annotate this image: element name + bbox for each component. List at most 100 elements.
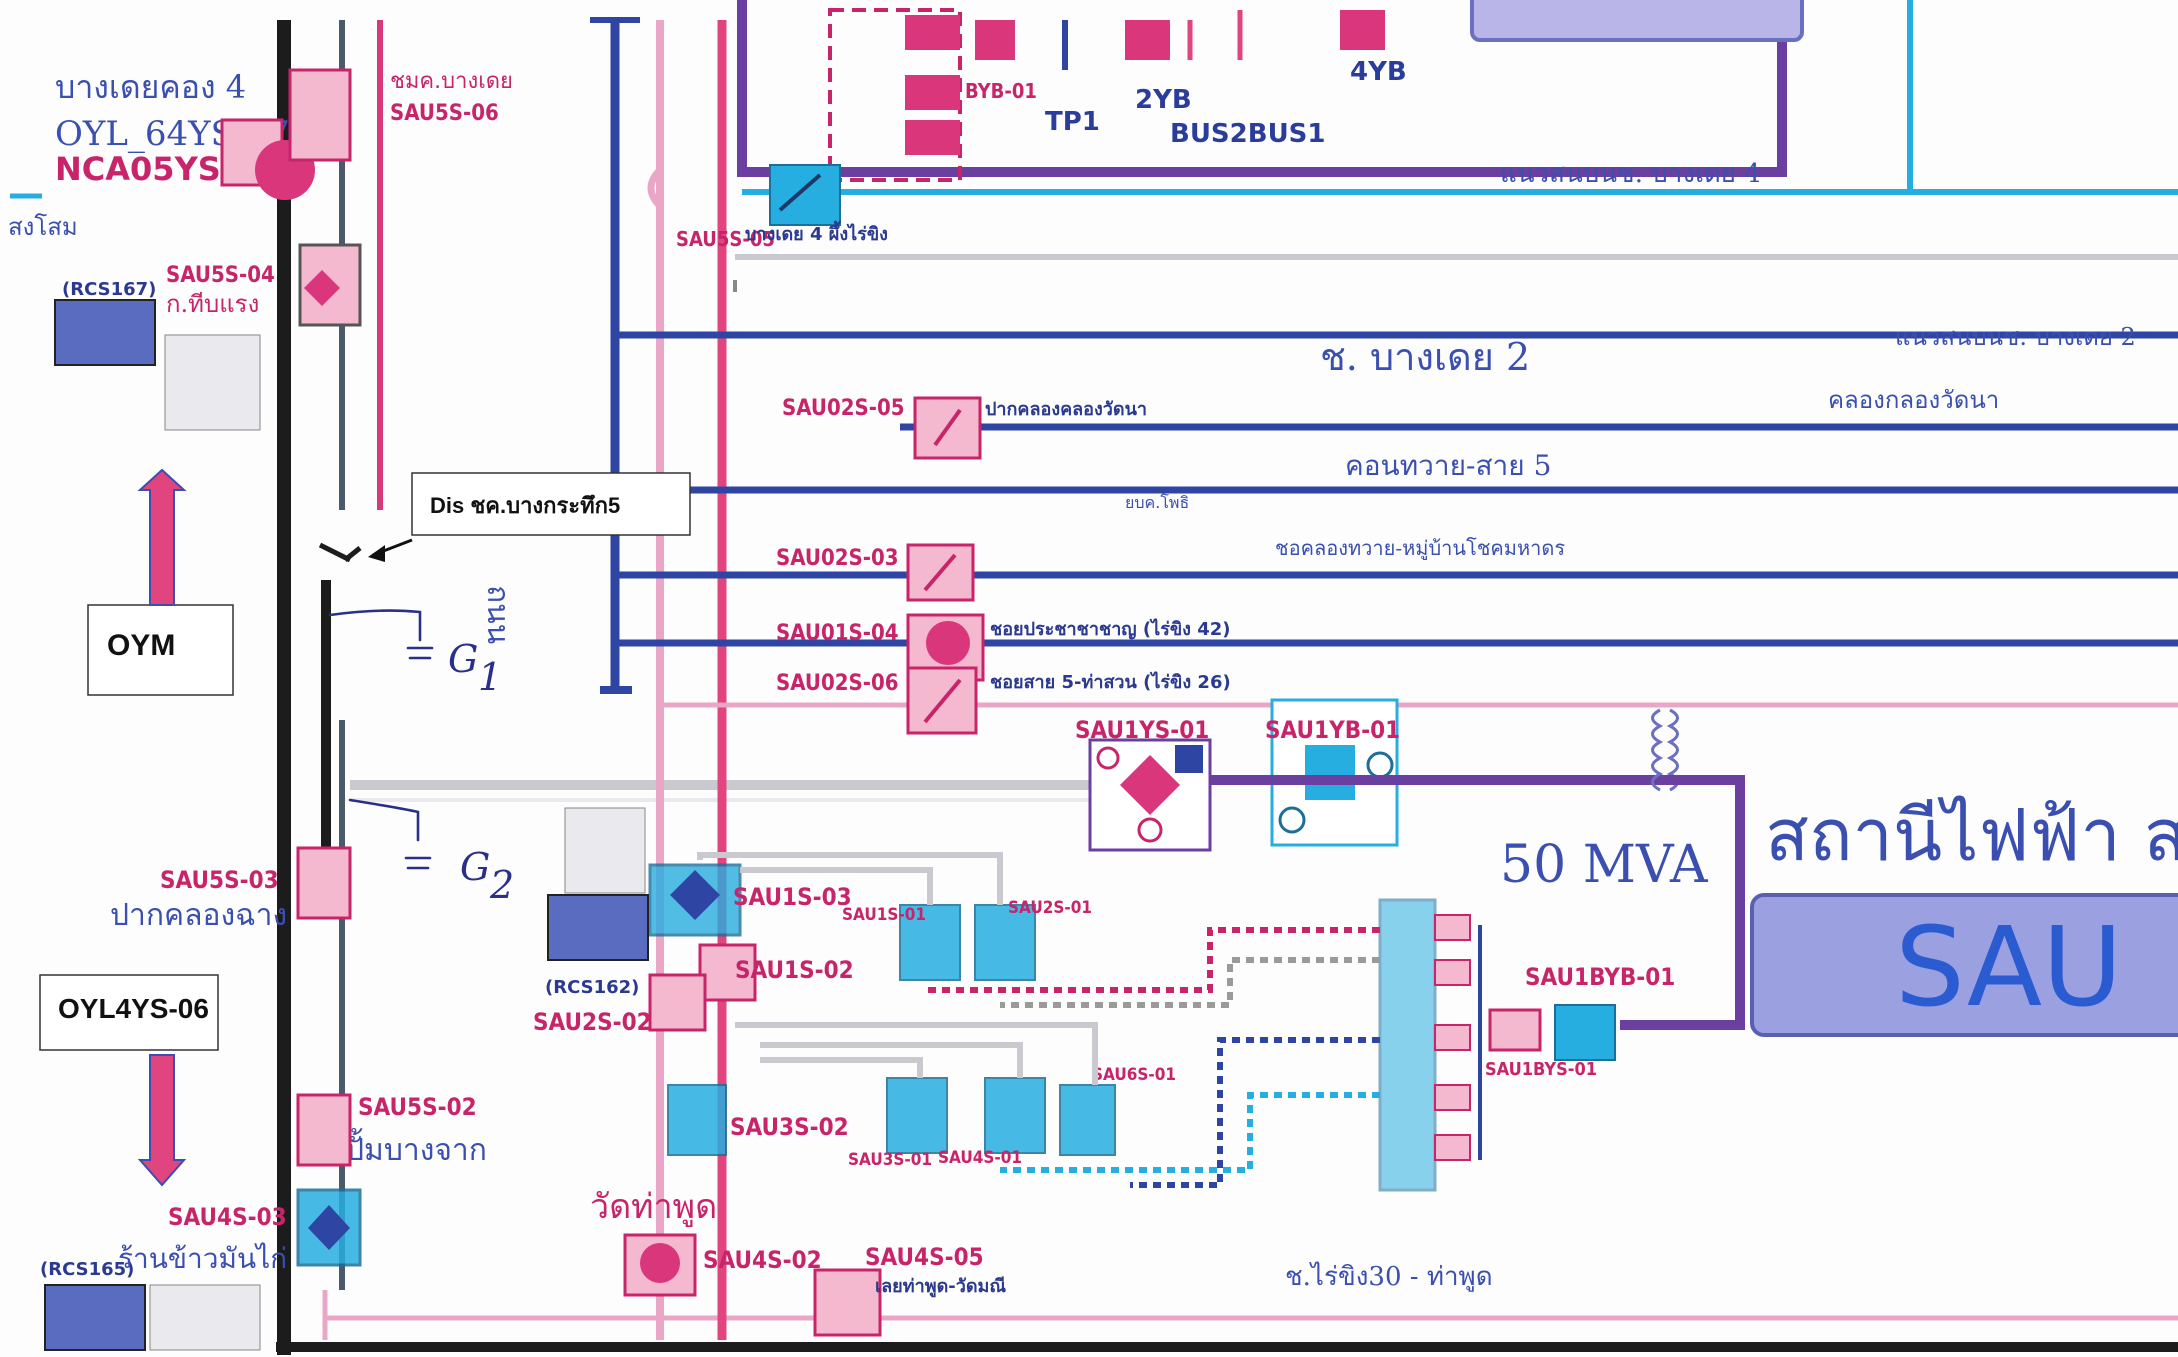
sau5s03-label: SAU5S-03 xyxy=(160,866,279,894)
gray-connectors xyxy=(697,852,1098,1085)
sau4s01-label: SAU4S-01 xyxy=(938,1148,1022,1168)
sau2s02-label: SAU2S-02 xyxy=(533,1008,652,1036)
dashed-feeders xyxy=(925,927,1380,1188)
byb01-label: BYB-01 xyxy=(965,79,1037,103)
sau1ys01-label: SAU1YS-01 xyxy=(1075,716,1209,744)
sau3s02-label: SAU3S-02 xyxy=(730,1113,849,1141)
g2-label: G xyxy=(460,845,490,889)
sau3s02-switch[interactable] xyxy=(667,1084,727,1156)
oyl4ys06-text: OYL4YS-06 xyxy=(58,993,209,1024)
sau5s06-switch[interactable] xyxy=(288,68,352,162)
mva-label: 50 MVA xyxy=(1500,835,1709,895)
rcs167-label: (RCS167) xyxy=(62,279,156,300)
top-switchgear-frame xyxy=(737,0,2178,195)
rcs165-panel xyxy=(44,1284,261,1351)
sau2s02-switch[interactable] xyxy=(648,973,707,1032)
sau5s04-switch[interactable] xyxy=(298,243,362,327)
sau1bys01-label: SAU1BYS-01 xyxy=(1485,1059,1597,1080)
sau5s04-label: SAU5S-04 xyxy=(166,263,275,288)
sau1s03-label: SAU1S-03 xyxy=(733,883,852,911)
sau3s01-label: SAU3S-01 xyxy=(848,1150,932,1170)
sau2s05-label: SAU02S-05 xyxy=(782,396,905,421)
sau2s06-switch[interactable] xyxy=(906,666,978,735)
feeder-bottom: ช.ไร่ขิง30 - ท่าพูด xyxy=(1285,1261,1493,1292)
bus2bus1-label: BUS2BUS1 xyxy=(1170,119,1326,149)
sau1bys01-breaker[interactable] xyxy=(1488,1004,1616,1061)
handwritten-ground-g2 xyxy=(348,798,432,870)
main-black-bus xyxy=(276,20,2178,1355)
feeder-right-2: คลองกลองวัดนา xyxy=(1828,386,1999,414)
feeder-b2-label: ช. บางเดย 2 xyxy=(1320,335,1530,379)
g1-label: G xyxy=(448,637,478,681)
oym-box xyxy=(87,604,234,696)
rcs167-panel xyxy=(54,299,261,431)
station-box xyxy=(1750,893,2178,1037)
sau5s02-switch[interactable] xyxy=(296,1093,352,1167)
sau5s04-thai: ก.ทีบแรง xyxy=(166,290,259,318)
station-thai: สถานีไฟฟ้า สามพราน xyxy=(1765,793,2178,877)
feeder-b2-right: แนวสนบนช. บางเดย 2 xyxy=(1895,323,2136,351)
up-arrow xyxy=(137,468,187,606)
sau5s02-label: SAU5S-02 xyxy=(358,1093,477,1121)
dis-callout xyxy=(368,472,691,562)
sau5s02-thai: ปั้มบางจาก xyxy=(345,1128,487,1168)
sau5s05-thai: บางเดย 4 ผึ้งไร่ขิง xyxy=(745,220,888,245)
2yb-label: 2YB xyxy=(1135,85,1192,115)
oyl4ys06-box xyxy=(39,974,219,1051)
sau4s02-label: SAU4S-02 xyxy=(703,1246,822,1274)
sau5s05-switch[interactable] xyxy=(769,164,841,226)
switchgear-column xyxy=(1378,898,1482,1192)
g1-sub: 1 xyxy=(478,655,502,699)
sau5s03-thai: ปากคลองฉาง xyxy=(110,898,287,933)
sau3s01-switch[interactable] xyxy=(886,1077,948,1154)
sau1s02-label: SAU1S-02 xyxy=(735,956,854,984)
sau2s05-thai: ปากคลองคลองวัดนา xyxy=(985,399,1147,420)
sau6s01-label: SAU6S-01 xyxy=(1092,1065,1176,1085)
sau2s03-switch[interactable] xyxy=(906,543,975,602)
sau1yb01-breaker[interactable] xyxy=(1270,698,1399,847)
rpx-small: ยบค.โพธิ xyxy=(1125,493,1189,512)
station-code: SAU xyxy=(1895,903,2123,1031)
sau5s06-thai: ชมค.บางเดย xyxy=(390,69,513,94)
left-feeder-verticals xyxy=(318,20,2178,1340)
rcs165-label: (RCS165) xyxy=(40,1259,134,1280)
sau5s05-label: SAU5S-05 xyxy=(676,227,775,251)
sau1s02-switch[interactable] xyxy=(698,943,757,1002)
handwritten-ground-g1 xyxy=(328,609,434,660)
dis-callout-text: Dis ชค.บางกระทึก5 xyxy=(430,493,620,518)
feeder-b4-label: แนวสนบนช. บางเดย 4 xyxy=(1500,159,1761,189)
sau1s01-label: SAU1S-01 xyxy=(842,905,926,925)
sau4s02-breaker[interactable] xyxy=(623,1233,697,1297)
sau4s05-switch[interactable] xyxy=(813,1268,882,1337)
rcs162-panel xyxy=(547,807,649,961)
tp1-label: TP1 xyxy=(1045,107,1100,137)
sau2s01-label: SAU2S-01 xyxy=(1008,898,1092,918)
sau5s06-label: SAU5S-06 xyxy=(390,101,499,126)
sau6s01-switch[interactable] xyxy=(1059,1084,1116,1156)
sau2s01-switch[interactable] xyxy=(974,904,1036,981)
feeder-khon2: ชอคลองทวาย-หมู่บ้านโชคมหาดร xyxy=(1275,536,1565,561)
sau2s05-switch[interactable] xyxy=(913,396,982,460)
thai-left-mid: สงโสม xyxy=(8,213,78,241)
feeder-khon: คอนทวาย-สาย 5 xyxy=(1345,449,1551,482)
navy-bus xyxy=(590,17,640,694)
sau4s03-switch[interactable] xyxy=(296,1188,362,1267)
g2-sub: 2 xyxy=(489,863,514,907)
sau1s04-thai: ชอยประชาชาชาญ (ไร่ขิง 42) xyxy=(990,618,1231,640)
sau2s06-label: SAU02S-06 xyxy=(776,671,899,696)
rcs162-label: (RCS162) xyxy=(545,977,639,998)
sau4s01-switch[interactable] xyxy=(984,1077,1046,1154)
oym-text: OYM xyxy=(107,629,175,662)
sau1byb01-label: SAU1BYB-01 xyxy=(1525,963,1675,991)
sau5s03-switch[interactable] xyxy=(296,846,352,920)
sau4s05-label: SAU4S-05 xyxy=(865,1243,984,1271)
sau4s03-label: SAU4S-03 xyxy=(168,1203,287,1231)
navy-feeders xyxy=(615,331,2178,647)
station-link xyxy=(1620,775,1745,1030)
wat-label: วัดท่าพูด xyxy=(590,1187,717,1227)
sau2s03-label: SAU02S-03 xyxy=(776,546,899,571)
sau1s03-switch[interactable] xyxy=(648,863,742,937)
sau1yb01-label: SAU1YB-01 xyxy=(1265,716,1400,744)
sau1ys01-breaker[interactable] xyxy=(1088,738,1212,852)
